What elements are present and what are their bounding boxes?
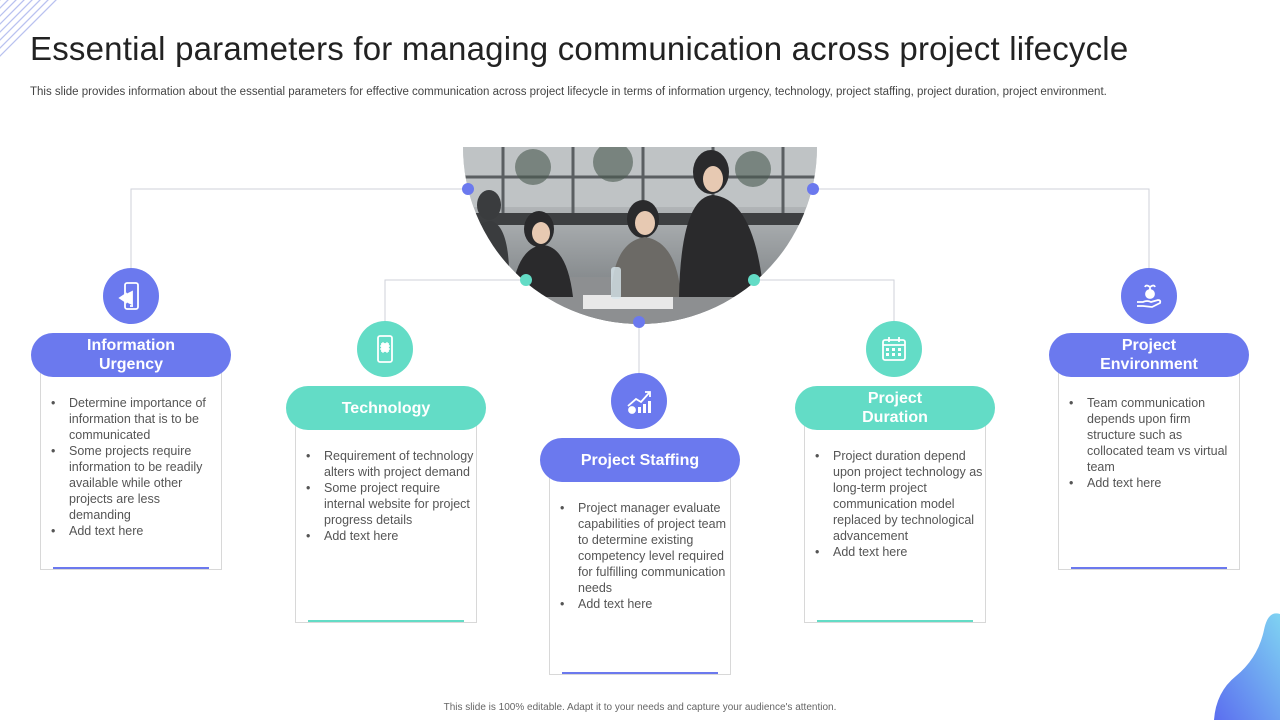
list-item: Determine importance of information that…	[51, 395, 221, 443]
hand-money-plant-icon	[1121, 268, 1177, 324]
list-item: Team communication depends upon firm str…	[1069, 395, 1239, 475]
team-meeting-photo	[463, 147, 817, 324]
list-item: Add text here	[306, 528, 476, 544]
information-urgency-card: Determine importance of information that…	[40, 370, 222, 570]
card-accent-line	[53, 567, 209, 569]
page-subtitle: This slide provides information about th…	[30, 86, 1107, 98]
project-duration-card: Project duration depend upon project tec…	[804, 423, 986, 623]
card-accent-line	[308, 620, 464, 622]
footer-note: This slide is 100% editable. Adapt it to…	[443, 702, 837, 713]
project-environment-header: Project Environment	[1049, 333, 1249, 377]
project-staffing-header: Project Staffing	[540, 438, 740, 482]
information-urgency-title: Information Urgency	[87, 337, 175, 373]
corner-stripes-decoration	[0, 0, 58, 64]
project-environment-title: Project Environment	[1100, 337, 1198, 373]
technology-header: Technology	[286, 386, 486, 430]
page-title: Essential parameters for managing commun…	[30, 30, 1129, 67]
smartphone-chip-icon	[357, 321, 413, 377]
technology-card: Requirement of technology alters with pr…	[295, 423, 477, 623]
list-item: Add text here	[560, 596, 730, 612]
list-item: Add text here	[1069, 475, 1239, 491]
project-environment-card: Team communication depends upon firm str…	[1058, 370, 1240, 570]
list-item: Project manager evaluate capabilities of…	[560, 500, 730, 596]
card-accent-line	[817, 620, 973, 622]
calendar-icon	[866, 321, 922, 377]
card-accent-line	[1071, 567, 1227, 569]
corner-blob-decoration	[1214, 613, 1280, 720]
list-item: Add text here	[815, 544, 985, 560]
project-duration-title: Project Duration	[862, 390, 928, 426]
technology-title: Technology	[341, 399, 431, 417]
smartphone-megaphone-icon	[103, 268, 159, 324]
list-item: Requirement of technology alters with pr…	[306, 448, 476, 480]
information-urgency-header: Information Urgency	[31, 333, 231, 377]
list-item: Add text here	[51, 523, 221, 539]
list-item: Project duration depend upon project tec…	[815, 448, 985, 544]
list-item: Some project require internal website fo…	[306, 480, 476, 528]
growth-chart-gears-icon	[611, 373, 667, 429]
project-staffing-title: Project Staffing	[580, 451, 700, 469]
card-accent-line	[562, 672, 718, 674]
list-item: Some projects require information to be …	[51, 443, 221, 523]
project-staffing-card: Project manager evaluate capabilities of…	[549, 475, 731, 675]
project-duration-header: Project Duration	[795, 386, 995, 430]
